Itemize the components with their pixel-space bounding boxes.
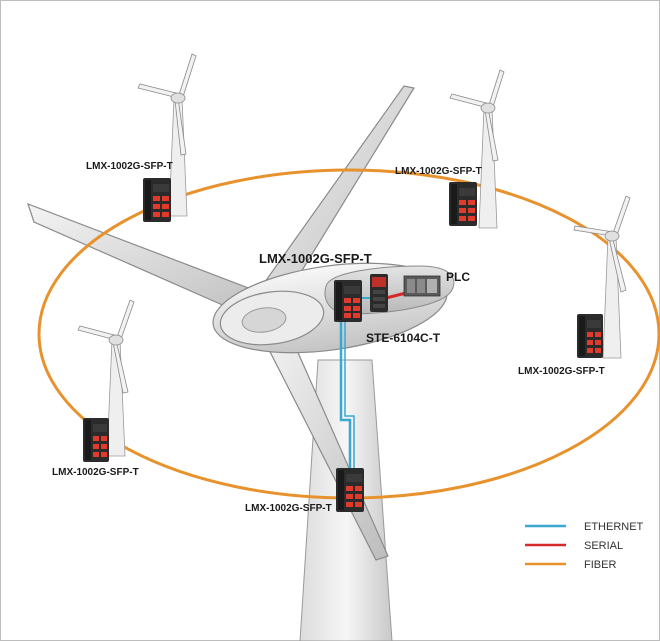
industrial-switch-icon — [83, 418, 109, 462]
node-label-top-left: LMX-1002G-SFP-T — [86, 161, 173, 172]
node-label-center: LMX-1002G-SFP-T — [259, 251, 372, 266]
node-label-top-right: LMX-1002G-SFP-T — [395, 166, 482, 177]
wind-turbine-icon — [77, 299, 135, 457]
legend-label-ethernet: ETHERNET — [584, 521, 644, 533]
node-label-right: LMX-1002G-SFP-T — [518, 366, 605, 377]
plc-icon — [403, 275, 441, 297]
industrial-switch-icon — [577, 314, 603, 358]
industrial-switch-icon — [334, 280, 362, 322]
plc-label: PLC — [446, 270, 470, 284]
legend: ETHERNET SERIAL FIBER — [525, 521, 644, 571]
ethernet-link — [339, 322, 352, 470]
serial-server-icon — [370, 274, 388, 312]
node-label-left: LMX-1002G-SFP-T — [52, 467, 139, 478]
serial-server-label: STE-6104C-T — [366, 331, 441, 345]
node-label-bottom: LMX-1002G-SFP-T — [245, 503, 332, 514]
ethernet-link-secondary — [344, 322, 355, 470]
industrial-switch-icon — [449, 182, 477, 226]
legend-label-fiber: FIBER — [584, 559, 616, 571]
industrial-switch-icon — [336, 468, 364, 512]
legend-label-serial: SERIAL — [584, 540, 623, 552]
wind-turbine-icon — [449, 69, 505, 229]
wind-turbine-icon — [137, 53, 197, 217]
wind-turbine-icon — [573, 195, 631, 359]
industrial-switch-icon — [143, 178, 171, 222]
